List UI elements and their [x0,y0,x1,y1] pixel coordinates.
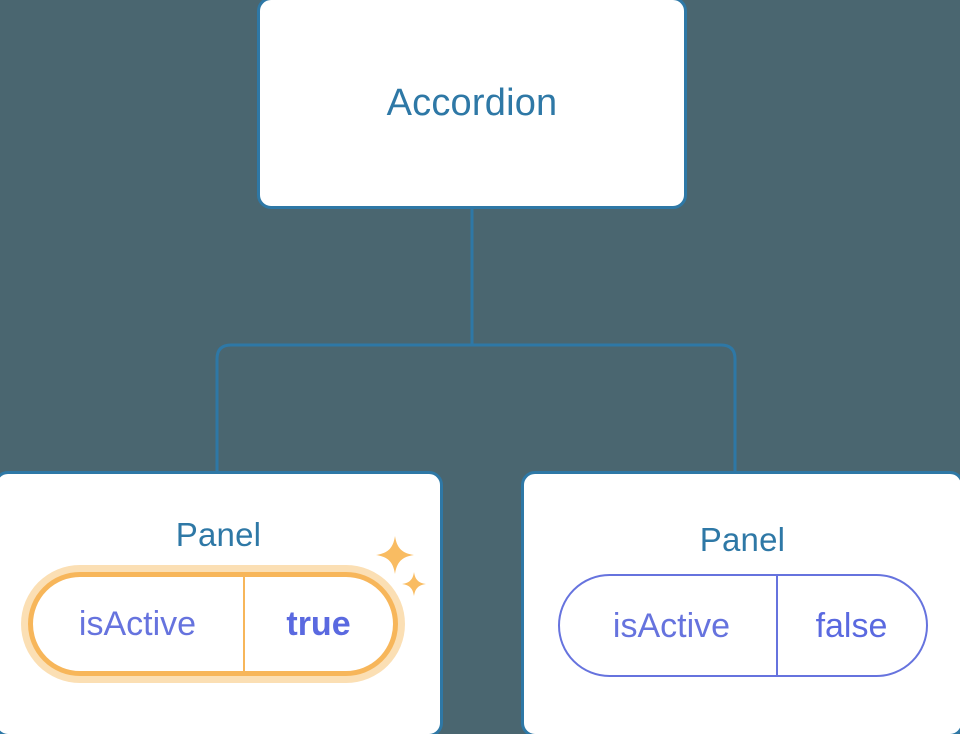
node-panel-inactive[interactable]: Panel isActive false [521,471,960,734]
node-title-panel-active: Panel [175,516,262,553]
prop-pill-isactive-false[interactable]: isActive false [557,574,928,677]
prop-key-isactive-false: isActive [612,606,731,645]
node-panel-active[interactable]: Panel isActive true [0,471,443,734]
node-accordion[interactable]: Accordion [257,0,687,209]
connector-to-left-panel [215,343,472,474]
node-title-accordion: Accordion [386,82,558,124]
node-title-panel-inactive: Panel [699,521,786,558]
prop-pill-isactive-false-wrap: isActive false [557,574,928,677]
prop-pill-isactive-true-wrap: isActive true [27,536,426,676]
sparkle-icon [401,572,426,596]
connector-to-right-panel [472,343,737,474]
prop-value-isactive-false: false [775,576,926,675]
prop-pill-isactive-true[interactable]: isActive true [27,572,398,676]
prop-key-isactive-true: isActive [78,605,197,643]
sparkle-icon [375,536,414,574]
prop-value-isactive-true: true [242,577,393,671]
